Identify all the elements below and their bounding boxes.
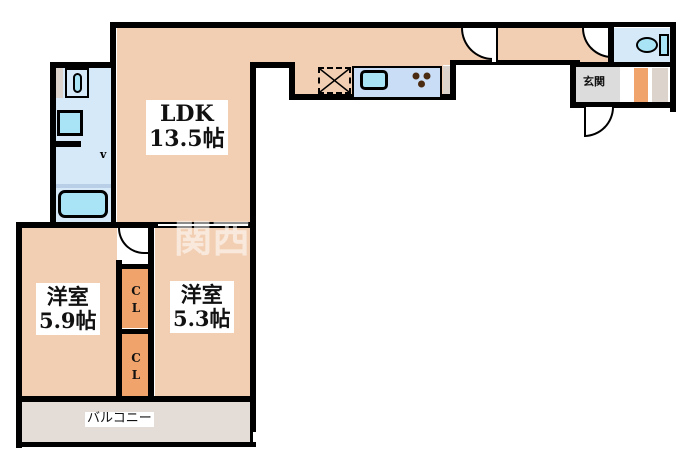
toilet-tank — [659, 34, 669, 56]
corridor-floor — [117, 27, 612, 65]
refrigerator-space — [318, 67, 351, 94]
wall — [250, 62, 294, 68]
wall — [110, 22, 610, 28]
closet-1 — [122, 268, 148, 328]
wall — [16, 222, 22, 448]
wall — [570, 62, 576, 108]
watermark: 関西 — [174, 217, 251, 261]
shoe-closet — [634, 68, 648, 102]
wall — [56, 184, 111, 188]
shelf — [56, 68, 63, 98]
entrance-door[interactable] — [584, 107, 614, 137]
door-track — [158, 224, 248, 226]
door[interactable] — [118, 228, 148, 254]
wall — [570, 102, 676, 108]
wall — [250, 62, 256, 432]
wall — [450, 60, 456, 100]
kitchen-sink — [360, 70, 388, 90]
washer-icon — [73, 73, 82, 93]
wall — [608, 22, 614, 64]
ldk-size: 13.5帖 — [149, 126, 225, 153]
wall — [16, 396, 256, 402]
closet-2 — [122, 334, 148, 396]
chevron-down-icon: v — [100, 148, 107, 161]
ldk-name: LDK — [159, 101, 214, 127]
wall — [50, 62, 56, 227]
toilet-icon — [636, 37, 658, 53]
door-jamb — [492, 28, 498, 62]
wall — [148, 222, 154, 400]
wall — [50, 62, 116, 68]
stove-icon — [410, 70, 434, 90]
wall — [16, 222, 256, 228]
ldk-label: LDK 13.5帖 — [146, 100, 228, 155]
storage — [652, 68, 668, 102]
western-room-2-size: 5.3帖 — [173, 306, 231, 332]
western-room-1-name: 洋室 — [46, 284, 89, 309]
wall — [118, 264, 152, 269]
closet-1-label: CL — [131, 284, 141, 315]
wall — [16, 442, 256, 447]
wall — [608, 22, 676, 27]
wall — [56, 141, 81, 147]
bathtub — [58, 190, 108, 218]
wall — [118, 329, 152, 334]
western-room-1-size: 5.9帖 — [39, 308, 97, 334]
entrance-label: 玄関 — [583, 75, 605, 89]
wall — [450, 60, 580, 65]
western-room-2-name: 洋室 — [180, 282, 223, 307]
closet-2-label: CL — [131, 351, 141, 382]
washing-machine-place — [65, 68, 89, 98]
western-room-2-label: 洋室 5.3帖 — [170, 281, 234, 334]
wall — [670, 22, 676, 112]
balcony-label: バルコニー — [85, 411, 154, 427]
wall — [250, 400, 253, 447]
wall — [570, 62, 676, 67]
wash-basin — [57, 110, 83, 136]
wall — [110, 22, 116, 232]
wall — [289, 62, 295, 100]
counter-end — [443, 66, 450, 94]
western-room-1-label: 洋室 5.9帖 — [36, 283, 100, 336]
